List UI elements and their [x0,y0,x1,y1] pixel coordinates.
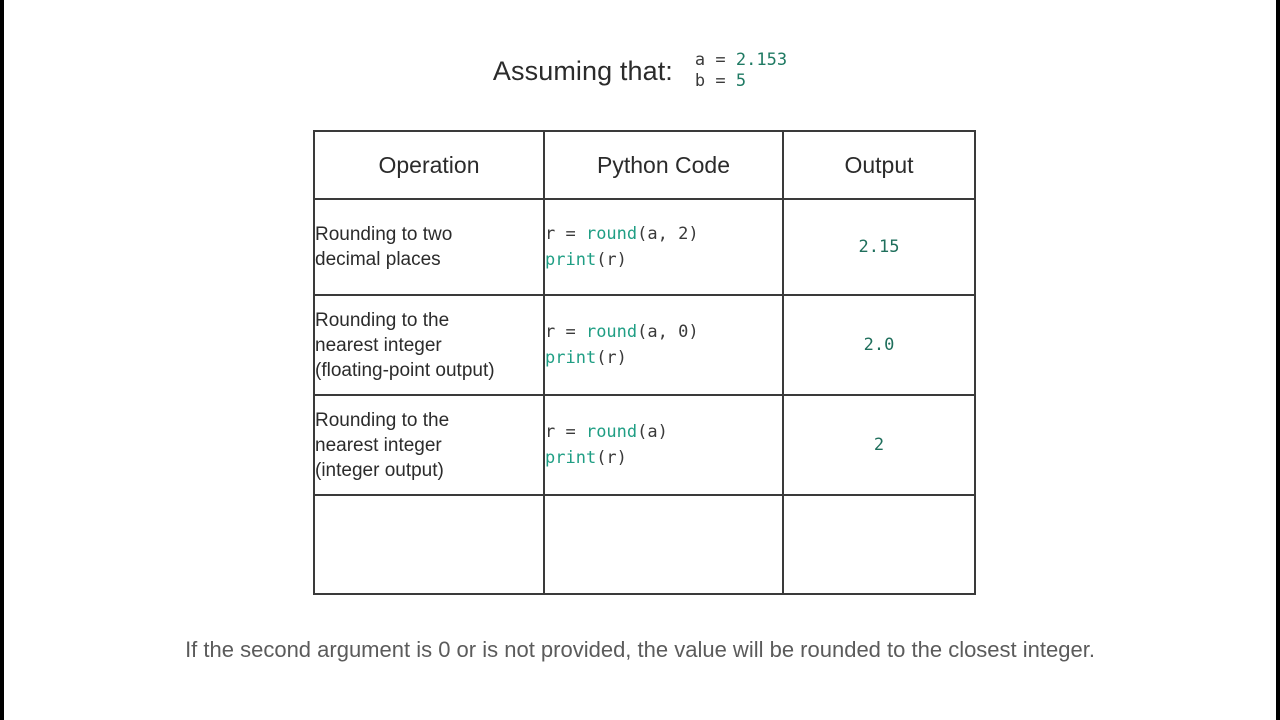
var-b-value: 5 [735,71,747,91]
rounding-operations-table: Operation Python Code Output Rounding to… [313,130,976,595]
var-b-operator: = [715,71,726,91]
var-a-operator: = [715,50,726,70]
column-header-output: Output [782,130,976,200]
cell-output-4 [782,494,976,595]
code-round-fn-1: round [585,224,638,244]
cell-output-1: 2.15 [782,198,976,296]
cell-output-3: 2 [782,394,976,496]
code-args-2: (a, 0) [637,322,699,342]
code-round-fn-2: round [585,322,638,342]
assumption-code-block: a = 2.153 b = 5 [695,48,787,92]
code-assign-3: r = [545,422,586,442]
slide-caption: If the second argument is 0 or is not pr… [185,637,1095,662]
column-header-python-code: Python Code [543,130,784,200]
cell-code-1: r = round(a, 2) print(r) [543,198,784,296]
var-b-name: b [694,71,706,91]
cell-code-3: r = round(a) print(r) [543,394,784,496]
cell-output-2: 2.0 [782,294,976,396]
code-print-args-1: (r) [596,250,627,270]
var-a-name: a [694,50,706,70]
code-print-fn-2: print [545,348,597,368]
table-row-empty [313,494,976,595]
cell-operation-3: Rounding to the nearest integer (integer… [313,394,545,496]
code-assign-1: r = [545,224,586,244]
assumption-header: Assuming that: a = 2.153 b = 5 [4,48,1276,92]
var-a-value: 2.153 [735,50,788,70]
table-row: Rounding to the nearest integer (floatin… [313,294,976,396]
table-header-row: Operation Python Code Output [313,130,976,200]
table-row: Rounding to two decimal places r = round… [313,198,976,296]
code-round-fn-3: round [585,422,638,442]
code-assign-2: r = [545,322,586,342]
code-print-fn-3: print [545,448,597,468]
cell-operation-2: Rounding to the nearest integer (floatin… [313,294,545,396]
cell-code-2: r = round(a, 0) print(r) [543,294,784,396]
assuming-that-label: Assuming that: [492,56,673,86]
cell-operation-4 [313,494,545,595]
column-header-operation: Operation [313,130,545,200]
code-print-fn-1: print [545,250,597,270]
code-print-args-2: (r) [596,348,627,368]
cell-operation-1: Rounding to two decimal places [313,198,545,296]
code-args-1: (a, 2) [637,224,699,244]
cell-code-4 [543,494,784,595]
code-print-args-3: (r) [596,448,627,468]
code-args-3: (a) [637,422,668,442]
table-row: Rounding to the nearest integer (integer… [313,394,976,496]
slide-canvas: Assuming that: a = 2.153 b = 5 Operation… [4,0,1276,720]
